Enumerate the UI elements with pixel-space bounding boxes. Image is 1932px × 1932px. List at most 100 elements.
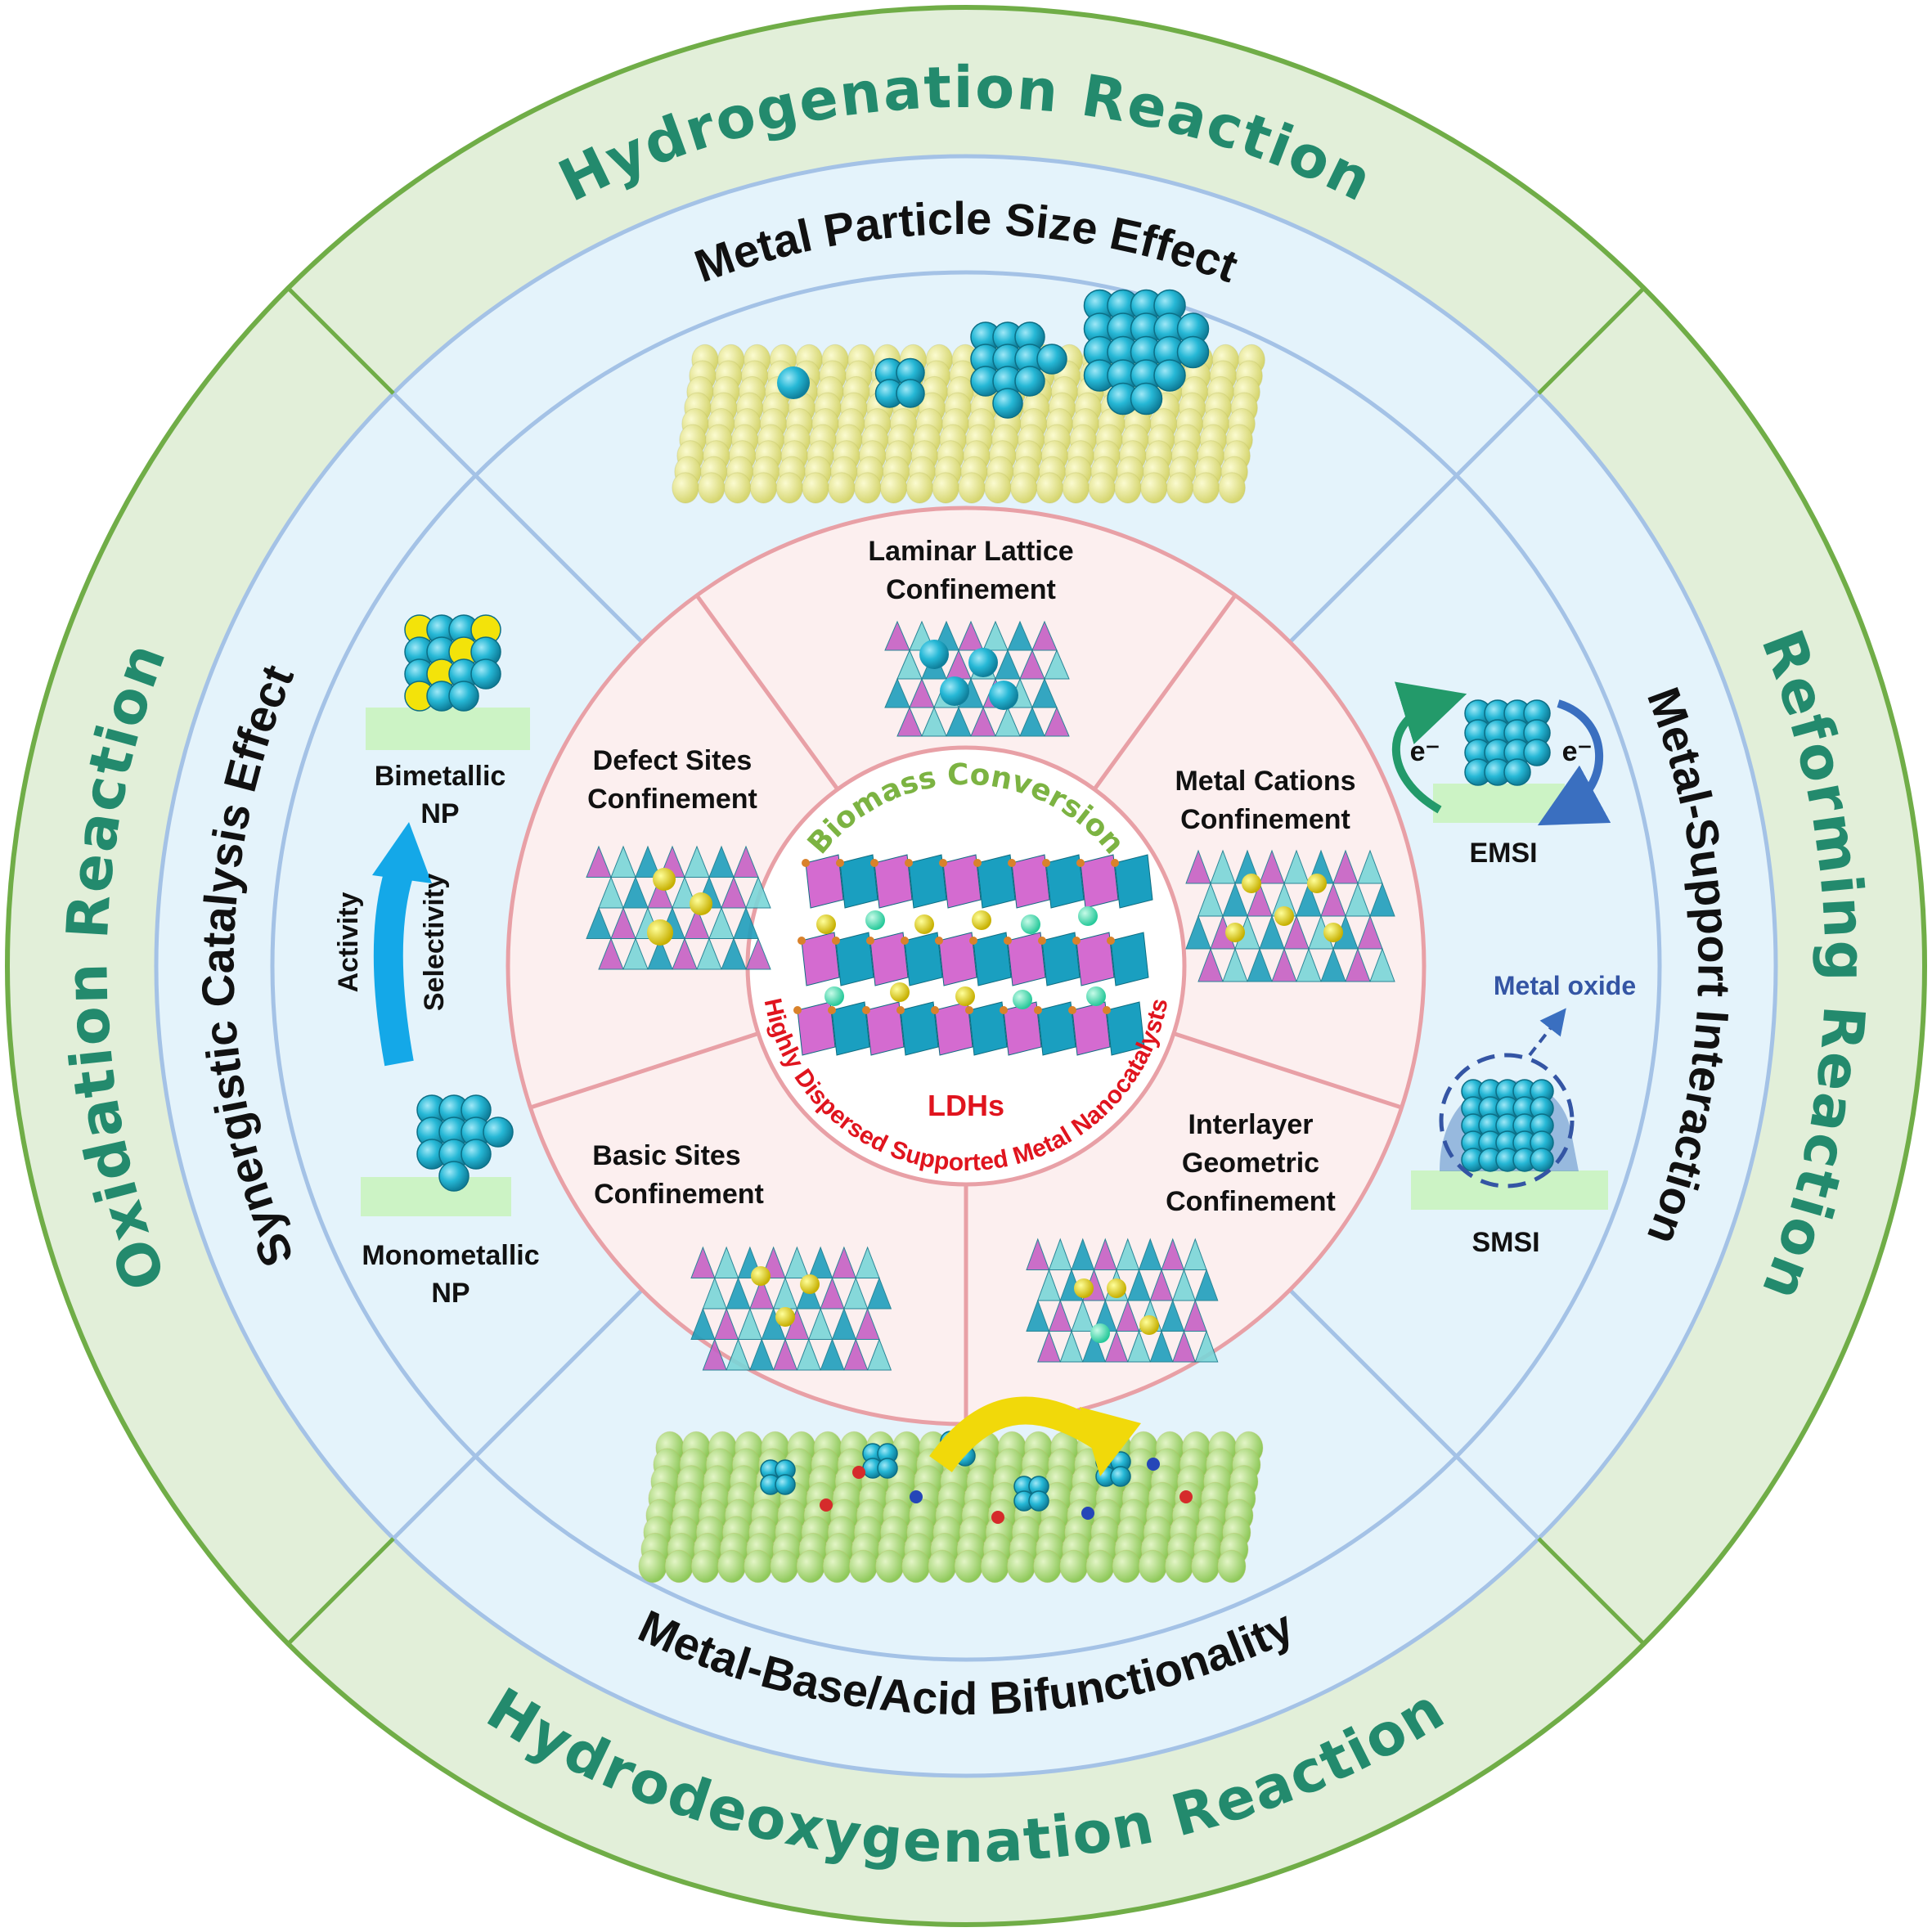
oxygen-atom [1107,937,1115,945]
octahedron [995,706,1021,737]
ldh-octahedron [977,854,1016,909]
substrate-atom [698,472,726,504]
substrate-atom [1114,472,1142,504]
ldh-octahedron [869,932,909,986]
confinement-divider [1173,1031,1403,1110]
octahedron [1296,882,1322,917]
octahedron [1031,677,1058,708]
oxygen-atom [1111,859,1119,867]
octahedron [1161,1238,1185,1270]
interlayer-ion [890,982,910,1002]
interlayer-ion [1086,986,1106,1006]
octahedron [1194,1269,1219,1301]
octahedron [708,906,735,939]
octahedron [1082,1330,1106,1363]
bimetal-atom [470,658,501,690]
lattice-atom [1090,1323,1110,1343]
octahedron [866,1277,892,1310]
octahedron [1149,1269,1174,1301]
ldh-octahedron [973,932,1012,986]
ldh-octahedron [874,854,913,909]
octahedron [1044,706,1070,737]
interlayer-ion [824,986,844,1006]
cluster-atom [1130,382,1163,416]
oxygen-atom [1008,859,1016,867]
octahedron [702,1338,727,1371]
octahedron [733,906,759,939]
lattice-atom [989,681,1018,710]
octahedron [820,1277,845,1310]
substrate-atom [958,472,986,504]
particle-size-illustration [672,289,1265,504]
octahedron [598,937,624,970]
octahedron [749,1277,775,1310]
octahedron [1161,1299,1185,1332]
substrate-atom [874,1549,905,1584]
substrate-atom [980,1549,1009,1584]
ldh-octahedron [1110,932,1149,986]
octahedron [610,845,636,878]
octahedron [1048,1299,1072,1332]
metal-cluster-atom [775,1474,796,1495]
confinement-divider [1092,594,1238,791]
oxygen-atom [798,937,806,945]
octahedron [1172,1330,1196,1363]
octahedron [1183,1299,1207,1332]
octahedron [1197,882,1224,917]
octahedron [622,937,649,970]
octahedron [1259,914,1285,950]
ldh-octahedron [1037,1001,1076,1056]
octahedron [1185,914,1211,950]
substrate-atom [1036,472,1064,504]
octahedron [1037,1330,1061,1363]
octahedron [1247,882,1273,917]
substrate-atom [954,1549,983,1584]
improvement-arrow [373,862,416,1067]
substrate-atom [905,472,934,504]
monometal-atom [461,1139,492,1170]
octahedron [647,937,673,970]
oxygen-atom [1076,859,1085,867]
substrate-atom [664,1549,694,1584]
emsi-atom [1523,739,1551,766]
monometallic-nanoparticle [416,1094,514,1192]
substrate-atom [690,1549,720,1584]
oxygen-atom [965,1006,973,1014]
lattice-atom [775,1307,795,1327]
lattice-atom [653,868,676,891]
octahedron [702,1277,727,1310]
octahedron [1026,1238,1050,1270]
ldh-octahedron [797,1001,836,1056]
octahedron [1044,649,1070,680]
oxygen-atom [1034,1006,1042,1014]
octahedron [622,876,649,909]
electron-label-left: e⁻ [1410,736,1440,767]
effect-divider [392,1288,644,1540]
substrate-atom [984,472,1012,504]
single-atom [777,366,810,399]
interlayer-ion [1013,990,1032,1009]
activity-label: Activity [333,892,364,993]
monometal-atom [483,1117,514,1148]
octahedron [1283,849,1310,884]
octahedron [1007,620,1033,651]
octahedron [1026,1299,1050,1332]
metal-oxide-label: Metal oxide [1494,971,1636,1000]
octahedron [690,1246,716,1278]
octahedron [896,649,923,680]
lattice-atom [1307,874,1327,893]
acid-base-site [991,1511,1004,1524]
octahedron [598,876,624,909]
substrate-atom [901,1549,931,1584]
octahedron [808,1307,833,1340]
oxygen-atom [866,937,874,945]
oxygen-atom [1038,937,1046,945]
octahedron [749,1338,775,1371]
octahedron [708,845,735,878]
substrate-atom [749,472,778,504]
substrate-atom [848,1549,878,1584]
oxygen-atom [969,937,977,945]
oxygen-atom [1103,1006,1111,1014]
octahedron [884,620,910,651]
